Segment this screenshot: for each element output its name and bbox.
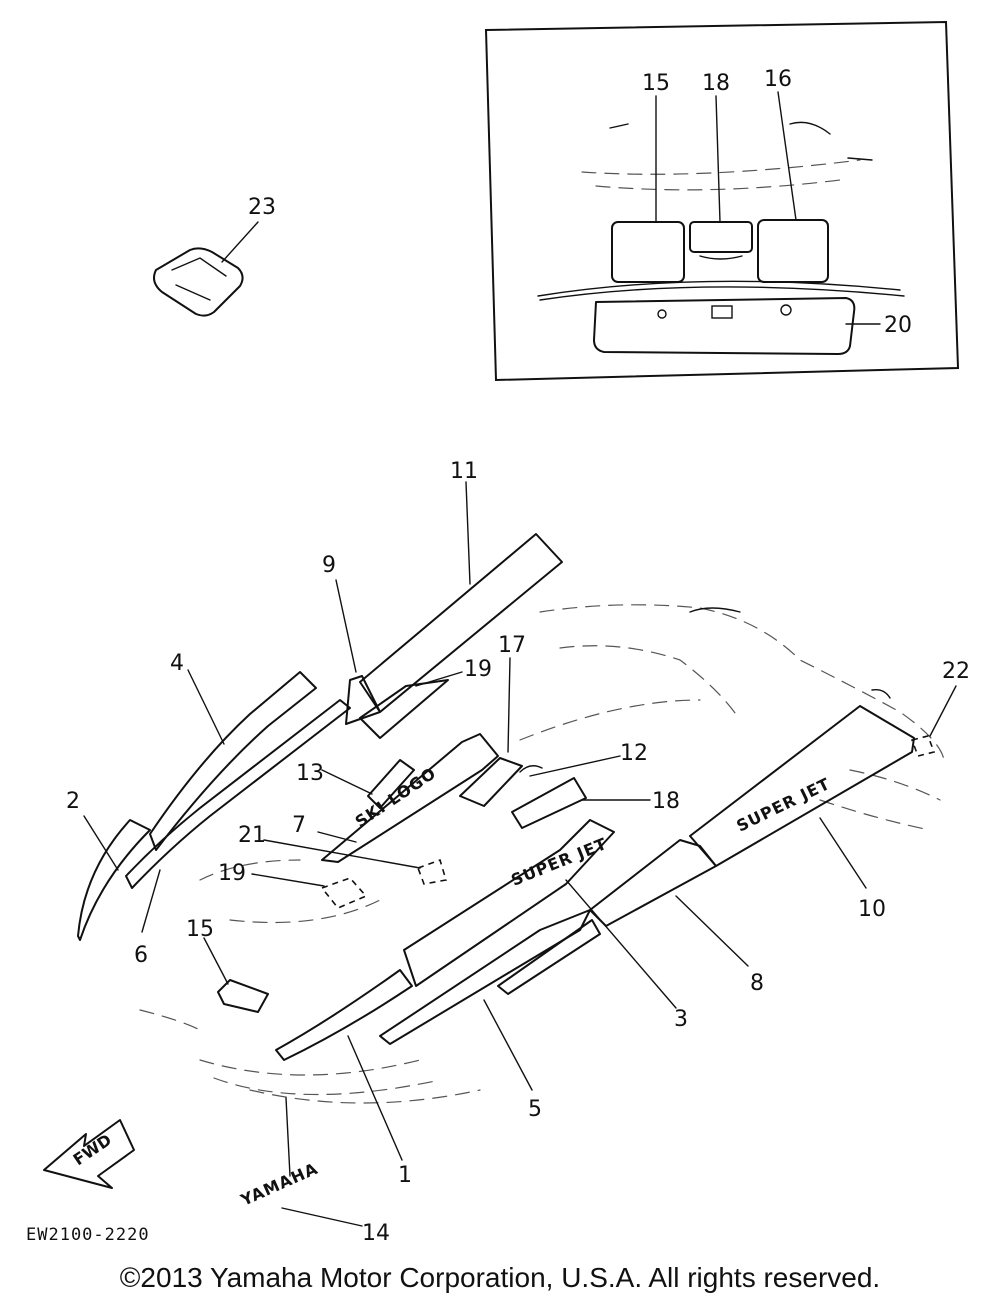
callout-4: 4: [170, 651, 184, 676]
part-23-pad: [153, 221, 259, 317]
callout-21: 21: [238, 823, 266, 848]
part-2: [77, 819, 151, 941]
part-18: [511, 777, 587, 829]
copyright-notice: ©2013 Yamaha Motor Corporation, U.S.A. A…: [119, 1262, 881, 1293]
part-15: [217, 979, 269, 1013]
part-8: [589, 839, 717, 927]
part-6: [125, 699, 351, 889]
hull-outline: [139, 604, 945, 1104]
callout-15-inset: 15: [642, 71, 670, 96]
callout-15: 15: [186, 917, 214, 942]
callout-19-top: 19: [464, 657, 492, 682]
callout-20: 20: [884, 313, 912, 338]
part-4: [149, 671, 317, 851]
part-3-decal: [403, 819, 615, 987]
part-22: [910, 735, 936, 757]
part-20-panel: [593, 297, 856, 355]
part-5: [379, 909, 591, 1045]
part-19-top: [359, 679, 449, 739]
callout-13: 13: [296, 761, 324, 786]
callout-17: 17: [498, 633, 526, 658]
fwd-label: FWD: [70, 1130, 115, 1169]
part-3-lettering: SUPER JET: [508, 834, 610, 890]
callout-11: 11: [450, 459, 478, 484]
callout-12: 12: [620, 741, 648, 766]
callout-14: 14: [362, 1221, 390, 1246]
part-10-decal: [689, 705, 915, 867]
callout-7: 7: [292, 813, 306, 838]
part-5-inner: [497, 919, 601, 995]
callout-23: 23: [248, 195, 276, 220]
callout-9: 9: [322, 553, 336, 578]
callout-1: 1: [398, 1163, 412, 1188]
callout-3: 3: [674, 1007, 688, 1032]
callout-16: 16: [764, 67, 792, 92]
fwd-arrow-icon: [43, 1119, 135, 1189]
part-13: [367, 759, 415, 809]
part-18-gauge-inset: [689, 221, 753, 253]
diagram-code: EW2100-2220: [26, 1225, 150, 1245]
part-21: [416, 858, 448, 885]
inset-view: [484, 20, 960, 382]
part-14-logo: YAMAHA: [237, 1159, 321, 1210]
part-14-logo-decal: YAMAHA: [237, 1097, 363, 1227]
fwd-arrow: FWD: [43, 1119, 135, 1189]
part-1: [275, 969, 413, 1061]
part-7-lettering: SKI LOGO: [352, 763, 440, 831]
part-15-gauge-inset: [611, 221, 685, 283]
callout-5: 5: [528, 1097, 542, 1122]
callout-2: 2: [66, 789, 80, 814]
callout-6: 6: [134, 943, 148, 968]
part-11-stripe: [359, 533, 563, 713]
callout-22: 22: [942, 659, 970, 684]
part-17-decal: [459, 757, 523, 807]
callout-18-inset: 18: [702, 71, 730, 96]
part-7-decal: [321, 733, 499, 863]
part-19-lower: [320, 877, 368, 909]
callout-18: 18: [652, 789, 680, 814]
callout-19: 19: [218, 861, 246, 886]
callout-10: 10: [858, 897, 886, 922]
callout-8: 8: [750, 971, 764, 996]
